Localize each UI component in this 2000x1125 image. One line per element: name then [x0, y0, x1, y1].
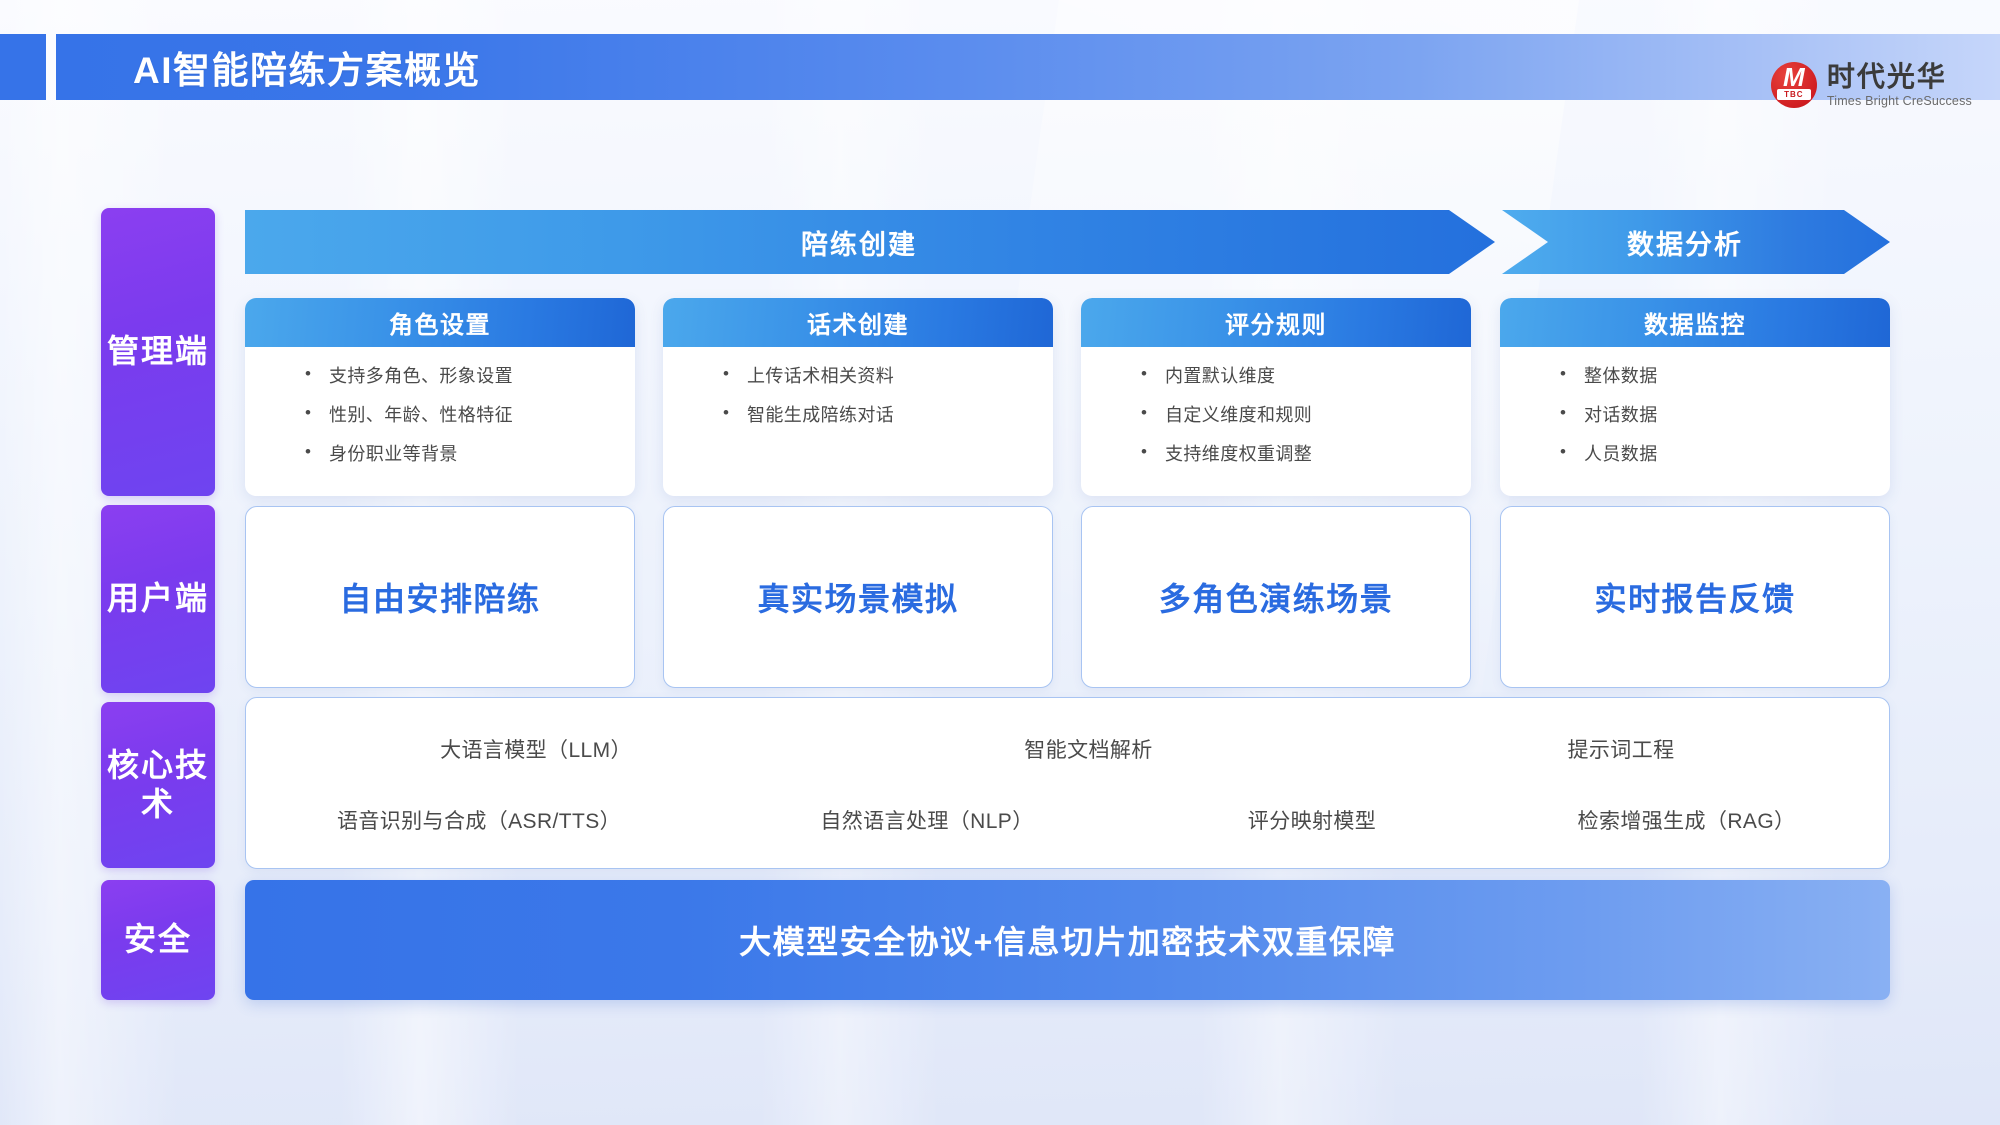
admin-card-role-setting-title: 角色设置 — [245, 298, 635, 347]
core-tech-item: 语音识别与合成（ASR/TTS） — [336, 810, 622, 833]
core-tech-item: 评分映射模型 — [1247, 810, 1377, 833]
user-card-free-schedule: 自由安排陪练 — [245, 506, 635, 688]
admin-card-role-setting: 角色设置 支持多角色、形象设置 性别、年龄、性格特征 身份职业等背景 — [245, 298, 635, 496]
list-item: 自定义维度和规则 — [1141, 404, 1471, 424]
core-tech-row-1: 大语言模型（LLM） 智能文档解析 提示词工程 — [246, 734, 1891, 764]
list-item: 智能生成陪练对话 — [723, 404, 1053, 424]
core-tech-item: 提示词工程 — [1567, 739, 1675, 762]
brand-name-en: Times Bright CreSuccess — [1826, 93, 1972, 108]
list-item: 对话数据 — [1560, 404, 1890, 424]
core-tech-item: 检索增强生成（RAG） — [1577, 810, 1796, 833]
flow-arrow-create: 陪练创建 — [245, 210, 1495, 274]
flow-arrow-create-label: 陪练创建 — [801, 229, 917, 260]
security-banner: 大模型安全协议+信息切片加密技术双重保障 — [245, 880, 1890, 1000]
title-bar: AI智能陪练方案概览 — [56, 34, 2000, 100]
sidebar-item-admin: 管理端 — [101, 208, 215, 496]
sidebar-item-user: 用户端 — [101, 505, 215, 693]
sidebar-item-core-tech: 核心技术 — [101, 702, 215, 868]
list-item: 上传话术相关资料 — [723, 365, 1053, 385]
core-tech-item: 大语言模型（LLM） — [440, 739, 632, 762]
list-item: 人员数据 — [1560, 443, 1890, 463]
brand-logo: M TBC 时代光华 Times Bright CreSuccess — [1770, 60, 1972, 108]
sidebar-item-admin-label: 管理端 — [106, 333, 209, 370]
sidebar-item-user-label: 用户端 — [106, 580, 209, 617]
sidebar-item-security: 安全 — [101, 880, 215, 1000]
flow-arrow-analysis-label: 数据分析 — [1627, 229, 1743, 260]
user-card-multi-role-label: 多角色演练场景 — [1158, 581, 1394, 617]
admin-card-script-creation-list: 上传话术相关资料 智能生成陪练对话 — [663, 347, 1053, 424]
list-item: 身份职业等背景 — [305, 443, 635, 463]
page-title: AI智能陪练方案概览 — [133, 50, 481, 91]
admin-card-script-creation-title: 话术创建 — [663, 298, 1053, 347]
core-tech-item: 智能文档解析 — [1024, 739, 1153, 762]
admin-card-scoring-rules-list: 内置默认维度 自定义维度和规则 支持维度权重调整 — [1081, 347, 1471, 463]
flow-arrow-analysis: 数据分析 — [1502, 210, 1890, 274]
sidebar-item-security-label: 安全 — [123, 921, 192, 958]
core-tech-panel: 大语言模型（LLM） 智能文档解析 提示词工程 语音识别与合成（ASR/TTS）… — [245, 697, 1890, 869]
logo-monogram: M — [1783, 62, 1805, 92]
user-card-real-scenario-label: 真实场景模拟 — [757, 581, 959, 617]
admin-card-scoring-rules: 评分规则 内置默认维度 自定义维度和规则 支持维度权重调整 — [1081, 298, 1471, 496]
sidebar-item-core-tech-label: 核心技术 — [106, 746, 209, 822]
list-item: 支持多角色、形象设置 — [305, 365, 635, 385]
core-tech-item: 自然语言处理（NLP） — [820, 810, 1034, 833]
user-card-free-schedule-label: 自由安排陪练 — [339, 581, 541, 617]
brand-name-cn: 时代光华 — [1826, 60, 1947, 92]
tbc-logo-icon: M TBC — [1770, 62, 1817, 108]
admin-card-scoring-rules-title: 评分规则 — [1081, 298, 1471, 347]
brand-name: 时代光华 Times Bright CreSuccess — [1826, 60, 1972, 108]
user-card-realtime-report-label: 实时报告反馈 — [1594, 581, 1796, 617]
core-tech-row-2: 语音识别与合成（ASR/TTS） 自然语言处理（NLP） 评分映射模型 检索增强… — [246, 805, 1891, 835]
list-item: 整体数据 — [1560, 365, 1890, 385]
admin-card-role-setting-list: 支持多角色、形象设置 性别、年龄、性格特征 身份职业等背景 — [245, 347, 635, 463]
admin-card-data-monitoring: 数据监控 整体数据 对话数据 人员数据 — [1500, 298, 1890, 496]
admin-card-script-creation: 话术创建 上传话术相关资料 智能生成陪练对话 — [663, 298, 1053, 496]
list-item: 支持维度权重调整 — [1141, 443, 1471, 463]
list-item: 内置默认维度 — [1141, 365, 1471, 385]
page-header: AI智能陪练方案概览 M TBC 时代光华 Times Bright CreSu… — [0, 34, 2000, 108]
logo-tbc-label: TBC — [1776, 89, 1811, 100]
user-card-multi-role: 多角色演练场景 — [1081, 506, 1471, 688]
title-accent-block — [0, 34, 46, 100]
user-card-realtime-report: 实时报告反馈 — [1500, 506, 1890, 688]
user-card-real-scenario: 真实场景模拟 — [663, 506, 1053, 688]
security-banner-label: 大模型安全协议+信息切片加密技术双重保障 — [739, 924, 1396, 960]
list-item: 性别、年龄、性格特征 — [305, 404, 635, 424]
admin-card-data-monitoring-list: 整体数据 对话数据 人员数据 — [1500, 347, 1890, 463]
admin-card-data-monitoring-title: 数据监控 — [1500, 298, 1890, 347]
